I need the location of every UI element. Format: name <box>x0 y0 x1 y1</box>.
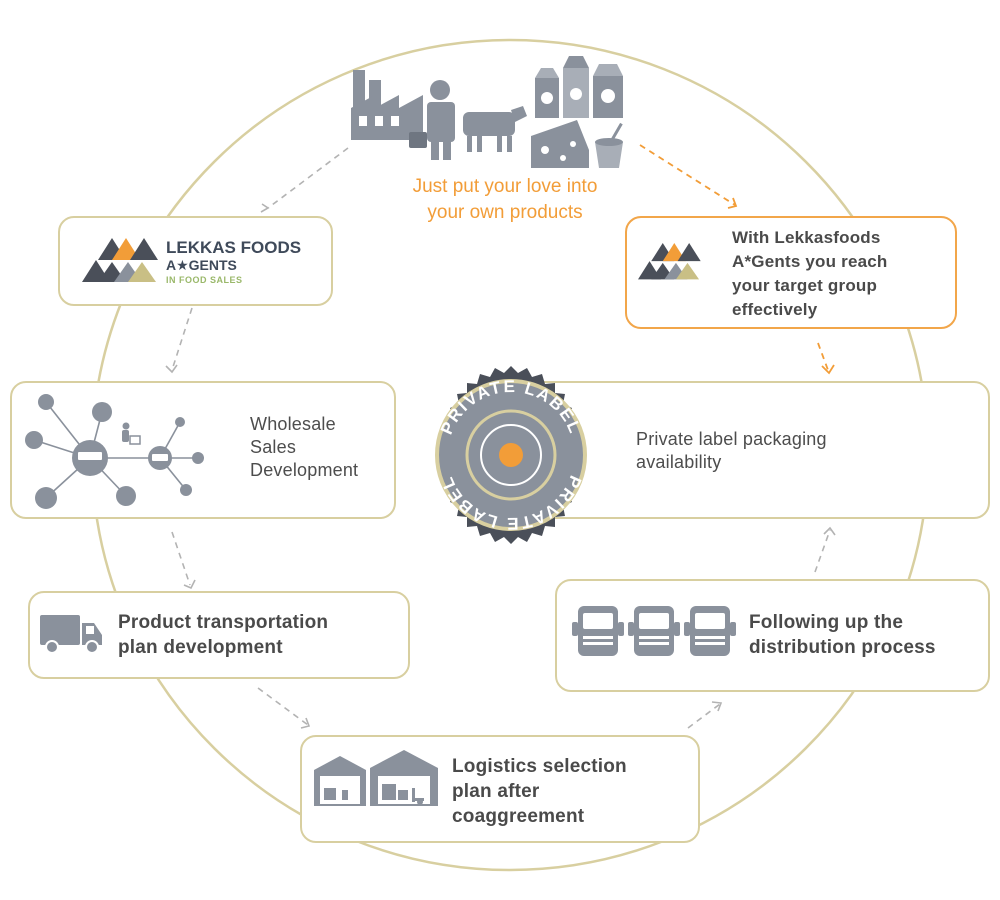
step-logistics-label: Logistics selection plan after coaggreem… <box>452 754 627 829</box>
step-wholesale-label: Wholesale Sales Development <box>250 413 358 482</box>
arrow-transport-to-logistics <box>257 687 309 726</box>
step-private-label-card <box>520 381 990 519</box>
step-reach-line-2: A*Gents you reach <box>732 252 888 271</box>
step-logistics-line-1: Logistics selection <box>452 756 627 777</box>
arrow-top-to-logo <box>267 147 349 209</box>
step-transport-label: Product transportation plan development <box>118 610 328 660</box>
private-label-seal-icon: PRIVATE LABEL PRIVATE LABEL <box>435 366 587 544</box>
lekkas-logo-icon <box>82 238 158 282</box>
lekkas-logo-icon <box>638 243 701 280</box>
step-reach-line-1: With Lekkasfoods <box>732 228 881 247</box>
arrow-logo-to-wholesale <box>171 307 193 371</box>
step-private-label-line-2: availability <box>636 452 722 472</box>
arrow-distribution-to-private <box>814 529 831 573</box>
logo-subname: A★GENTS <box>166 257 237 273</box>
step-private-label-label: Private label packaging availability <box>636 428 827 474</box>
step-distribution-label: Following up the distribution process <box>749 610 936 660</box>
dairy-production-icon <box>351 56 623 168</box>
logo-name: LEKKAS FOODS <box>166 238 302 257</box>
step-logistics-line-3: coaggreement <box>452 806 585 827</box>
step-transport-line-1: Product transportation <box>118 612 329 633</box>
step-distribution-line-1: Following up the <box>749 612 904 633</box>
step-distribution-line-2: distribution process <box>749 637 936 658</box>
arrow-wholesale-to-transport <box>171 531 191 586</box>
step-reach-line-4: effectively <box>732 300 818 319</box>
step-logistics-card <box>300 735 700 843</box>
step-transport-line-2: plan development <box>118 637 283 658</box>
tagline-line-2: your own products <box>427 202 583 223</box>
tagline-line-1: Just put your love into <box>412 176 598 197</box>
step-logistics-line-2: plan after <box>452 781 540 802</box>
logo-card <box>58 216 333 306</box>
step-wholesale-line-1: Wholesale <box>250 414 336 434</box>
arrow-reach-to-private <box>817 342 829 371</box>
tagline: Just put your love into your own product… <box>360 174 650 226</box>
trucks-icon <box>572 606 736 656</box>
step-reach-line-3: your target group <box>732 276 878 295</box>
step-wholesale-line-3: Development <box>250 460 359 480</box>
delivery-truck-icon <box>40 615 102 654</box>
network-icon <box>25 394 204 509</box>
step-distribution-card <box>555 579 990 692</box>
arrow-top-to-reach <box>639 144 736 206</box>
step-private-label-line-1: Private label packaging <box>636 429 827 449</box>
arrow-logistics-to-distribution <box>687 703 721 729</box>
step-reach-label: With Lekkasfoods A*Gents you reach your … <box>732 226 888 322</box>
step-wholesale-line-2: Sales <box>250 437 297 457</box>
logo-tagline: IN FOOD SALES <box>166 275 243 285</box>
warehouse-icon <box>314 750 438 806</box>
